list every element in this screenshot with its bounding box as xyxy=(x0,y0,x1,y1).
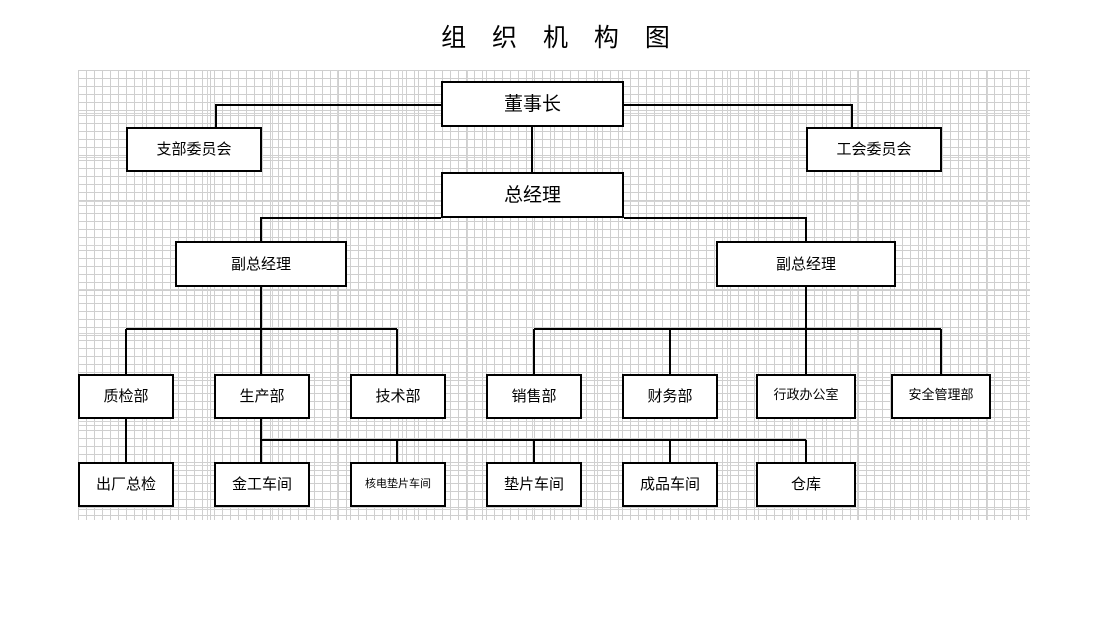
node-label: 核电垫片车间 xyxy=(365,477,431,491)
node-label: 总经理 xyxy=(503,183,561,206)
node-general-manager[interactable]: 总经理 xyxy=(441,172,624,218)
node-finance-department[interactable]: 财务部 xyxy=(622,374,718,419)
node-label: 技术部 xyxy=(375,387,421,406)
node-production-department[interactable]: 生产部 xyxy=(214,374,310,419)
node-quality-department[interactable]: 质检部 xyxy=(78,374,174,419)
node-label: 安全管理部 xyxy=(908,388,974,404)
node-label: 董事长 xyxy=(503,92,561,115)
node-safety-management-department[interactable]: 安全管理部 xyxy=(891,374,991,419)
node-label: 工会委员会 xyxy=(836,140,912,159)
node-label: 财务部 xyxy=(647,387,693,406)
node-label: 成品车间 xyxy=(639,475,700,494)
node-factory-final-inspection[interactable]: 出厂总检 xyxy=(78,462,174,507)
node-label: 销售部 xyxy=(511,387,557,406)
node-deputy-general-manager-right[interactable]: 副总经理 xyxy=(716,241,896,287)
node-gasket-workshop[interactable]: 垫片车间 xyxy=(486,462,582,507)
page-title: 组 织 机 构 图 xyxy=(441,23,679,52)
node-label: 仓库 xyxy=(790,475,821,494)
node-label: 行政办公室 xyxy=(773,388,839,404)
node-technology-department[interactable]: 技术部 xyxy=(350,374,446,419)
node-label: 金工车间 xyxy=(231,475,292,494)
node-label: 支部委员会 xyxy=(156,140,232,159)
node-label: 垫片车间 xyxy=(503,475,564,494)
node-chairman[interactable]: 董事长 xyxy=(441,81,624,127)
node-label: 生产部 xyxy=(239,387,285,406)
node-sales-department[interactable]: 销售部 xyxy=(486,374,582,419)
node-label: 出厂总检 xyxy=(95,475,156,494)
node-finished-product-workshop[interactable]: 成品车间 xyxy=(622,462,718,507)
node-administrative-office[interactable]: 行政办公室 xyxy=(756,374,856,419)
node-label: 副总经理 xyxy=(230,254,291,273)
node-metalwork-workshop[interactable]: 金工车间 xyxy=(214,462,310,507)
node-label: 副总经理 xyxy=(775,254,836,273)
node-warehouse[interactable]: 仓库 xyxy=(756,462,856,507)
node-labor-union-committee[interactable]: 工会委员会 xyxy=(806,127,942,172)
node-nuclear-gasket-workshop[interactable]: 核电垫片车间 xyxy=(350,462,446,507)
node-label: 质检部 xyxy=(103,387,149,406)
node-party-branch-committee[interactable]: 支部委员会 xyxy=(126,127,262,172)
node-deputy-general-manager-left[interactable]: 副总经理 xyxy=(175,241,347,287)
